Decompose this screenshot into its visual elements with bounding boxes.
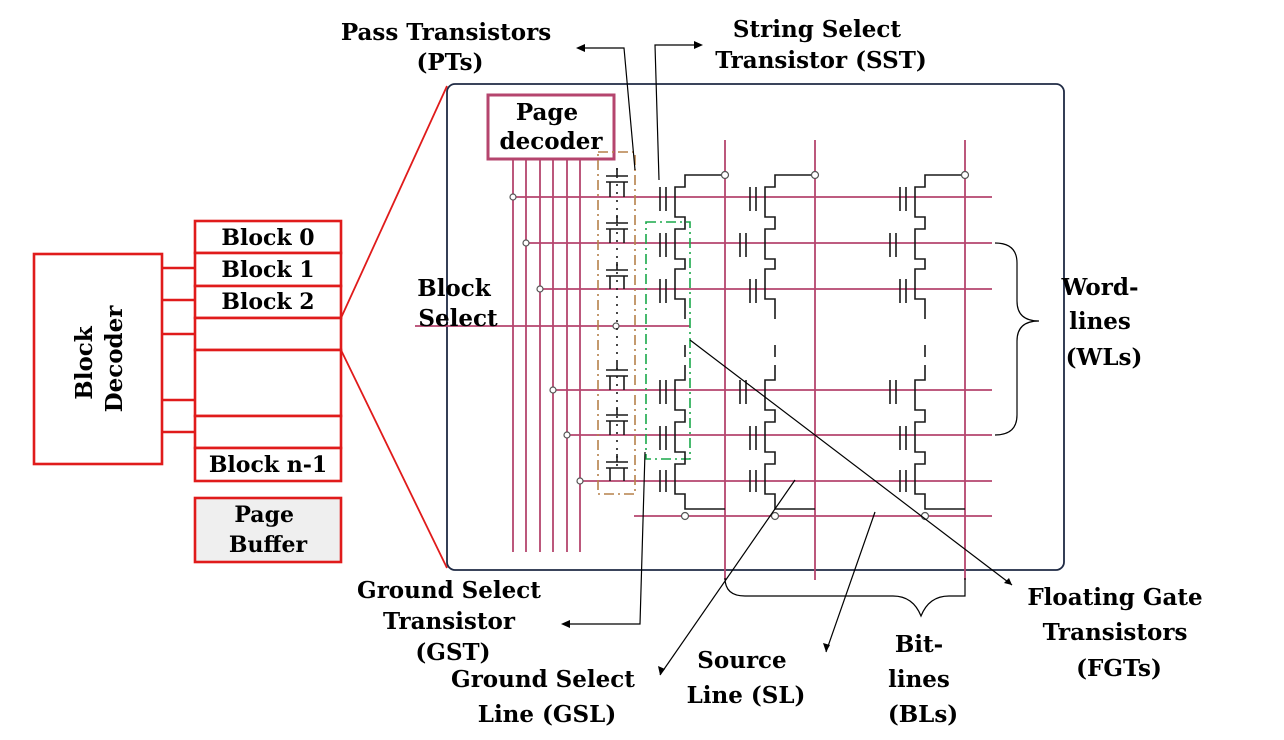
pass-transistor-outline — [597, 151, 636, 495]
page-buffer-line-2: Buffer — [229, 532, 308, 558]
bit-lines-line-3: (BLs) — [888, 701, 958, 728]
fgt-line-1: Floating Gate — [1027, 584, 1202, 611]
block-decoder-box — [32, 252, 164, 466]
fgt-line-3: (FGTs) — [1076, 655, 1162, 682]
gsl-label: Ground Select Line (GSL) — [451, 666, 643, 728]
bit-lines-brace — [724, 577, 966, 618]
fgt-outline — [645, 221, 691, 460]
page-buffer-box — [193, 496, 343, 564]
block-2-label: Block 2 — [221, 289, 314, 315]
block-decoder-line-1: Block — [71, 325, 98, 400]
string-select-line-2: Transistor (SST) — [715, 47, 927, 74]
gst-line-2: Transistor — [383, 608, 516, 635]
block-row — [193, 316, 343, 352]
page-buffer-line-1: Page — [234, 502, 294, 528]
bit-lines-line-1: Bit- — [895, 631, 943, 658]
block-1-label: Block 1 — [221, 257, 314, 283]
word-lines — [513, 196, 992, 517]
pass-transistors-line-2: (PTs) — [416, 49, 483, 76]
block-decoder-line-2: Decoder — [101, 305, 128, 413]
bit-lines — [724, 140, 966, 580]
nand-string-1 — [659, 174, 725, 510]
decoder-connectors — [162, 266, 195, 434]
nand-string-2 — [739, 174, 815, 510]
block-select-line-1: Block — [417, 275, 492, 302]
page-decoder-label: Page decoder — [500, 99, 604, 155]
zoom-line-bottom — [340, 349, 448, 569]
pass-transistors-line-1: Pass Transistors — [341, 19, 551, 46]
fgt-line-2: Transistors — [1043, 619, 1188, 646]
block-list: Block 0 Block 1 Block 2 Block n-1 — [193, 219, 343, 483]
word-lines-brace — [994, 242, 1040, 436]
block-row — [193, 414, 343, 450]
gsl-line-2: Line (GSL) — [478, 701, 616, 728]
source-line-line-2: Line (SL) — [687, 682, 806, 709]
bit-lines-label: Bit- lines (BLs) — [888, 631, 958, 728]
block-select-label: Block Select — [417, 275, 498, 332]
block-row — [193, 348, 343, 418]
word-lines-line-1: Word- — [1060, 274, 1138, 301]
word-lines-line-2: lines — [1069, 308, 1131, 335]
array-panel — [446, 83, 1065, 571]
arrowheads — [561, 41, 1012, 675]
select-lines — [512, 159, 581, 552]
block-0-label: Block 0 — [221, 225, 314, 251]
block-row — [193, 446, 343, 483]
gst-line-1: Ground Select — [357, 577, 541, 604]
gsl-line-1: Ground Select — [451, 666, 635, 693]
page-decoder-line-2: decoder — [500, 128, 604, 155]
zoom-line-top — [340, 85, 448, 319]
page-decoder-line-1: Page — [516, 99, 578, 126]
pass-transistors — [606, 168, 628, 481]
page-buffer-label: Page Buffer — [229, 502, 308, 558]
word-lines-label: Word- lines (WLs) — [1060, 274, 1146, 371]
word-lines-line-3: (WLs) — [1066, 344, 1143, 371]
nand-string-3 — [889, 174, 965, 510]
wl-dots — [509, 193, 620, 485]
pass-transistors-label: Pass Transistors (PTs) — [341, 19, 559, 76]
block-decoder-label: Block Decoder — [71, 305, 128, 413]
source-line-label: Source Line (SL) — [687, 647, 806, 709]
string-select-label: String Select Transistor (SST) — [715, 16, 927, 74]
contact-dots — [680, 170, 970, 521]
block-n-1-label: Block n-1 — [209, 452, 327, 478]
block-select-line-2: Select — [418, 305, 498, 332]
source-line-line-1: Source — [697, 647, 786, 674]
pointer-lines — [570, 44, 1013, 676]
page-decoder-box — [486, 93, 616, 161]
fgt-label: Floating Gate Transistors (FGTs) — [1027, 584, 1210, 682]
bit-lines-line-2: lines — [888, 666, 950, 693]
gst-label: Ground Select Transistor (GST) — [357, 577, 549, 666]
gst-line-3: (GST) — [415, 639, 490, 666]
string-select-line-1: String Select — [733, 16, 902, 43]
